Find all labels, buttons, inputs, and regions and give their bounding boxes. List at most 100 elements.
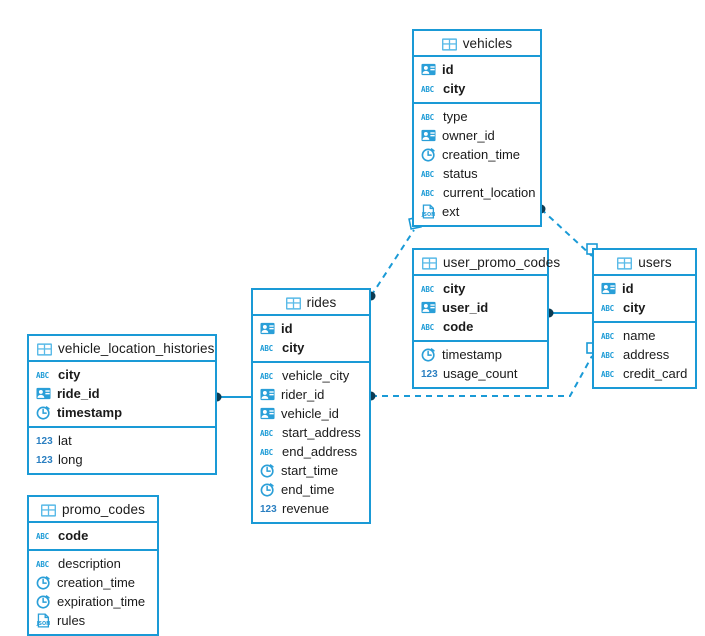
column-name: city <box>623 300 646 315</box>
column-name: ride_id <box>57 386 100 401</box>
column-row[interactable]: ABC name <box>594 326 695 345</box>
table-grid-icon <box>37 342 52 356</box>
column-row[interactable]: creation_time <box>414 145 540 164</box>
column-name: owner_id <box>442 128 495 143</box>
column-row[interactable]: timestamp <box>29 403 215 422</box>
column-name: creation_time <box>57 575 136 590</box>
column-name: code <box>58 528 89 543</box>
abc-string-icon: ABC <box>36 531 49 541</box>
id-card-icon <box>260 387 275 402</box>
column-row[interactable]: owner_id <box>414 126 540 145</box>
column-row[interactable]: end_time <box>253 480 369 499</box>
column-name: type <box>443 109 468 124</box>
column-row[interactable]: id <box>414 60 540 79</box>
column-name: name <box>623 328 656 343</box>
abc-string-icon: ABC <box>36 370 49 380</box>
column-name: address <box>623 347 670 362</box>
column-row[interactable]: ride_id <box>29 384 215 403</box>
abc-string-icon: ABC <box>260 428 273 438</box>
abc-string-icon: ABC <box>421 84 434 94</box>
column-row[interactable]: ABC city <box>414 279 547 298</box>
column-row[interactable]: start_time <box>253 461 369 480</box>
abc-string-icon: ABC <box>601 331 614 341</box>
column-name: rider_id <box>281 387 325 402</box>
column-row[interactable]: 123 long <box>29 450 215 469</box>
abc-string-icon: ABC <box>601 350 614 360</box>
column-name: vehicle_id <box>281 406 339 421</box>
abc-string-icon: ABC <box>421 188 434 198</box>
column-name: city <box>443 81 466 96</box>
clock-icon <box>36 575 51 590</box>
id-card-icon <box>421 128 436 143</box>
column-name: id <box>281 321 293 336</box>
column-name: expiration_time <box>57 594 146 609</box>
column-name: start_address <box>282 425 361 440</box>
abc-string-icon: ABC <box>260 371 273 381</box>
table-title: user_promo_codes <box>443 254 561 270</box>
clock-icon <box>260 463 275 478</box>
table-header[interactable]: vehicles <box>414 31 540 57</box>
abc-string-icon: ABC <box>421 112 434 122</box>
abc-string-icon: ABC <box>601 303 614 313</box>
column-row[interactable]: ABC address <box>594 345 695 364</box>
abc-string-icon: ABC <box>421 284 434 294</box>
id-card-icon <box>421 62 436 77</box>
table-header[interactable]: user_promo_codes <box>414 250 560 276</box>
table-header[interactable]: rides <box>253 290 369 316</box>
column-name: end_time <box>281 482 335 497</box>
number-123-icon: 123 <box>36 454 53 466</box>
abc-string-icon: ABC <box>421 322 434 332</box>
table-header[interactable]: vehicle_location_histories <box>29 336 215 362</box>
table-title: vehicles <box>462 35 513 51</box>
column-row[interactable]: vehicle_id <box>253 404 369 423</box>
column-row[interactable]: rider_id <box>253 385 369 404</box>
table-grid-icon <box>617 256 633 270</box>
column-row[interactable]: timestamp <box>414 345 547 364</box>
column-name: long <box>58 452 83 467</box>
column-row[interactable]: id <box>594 279 695 298</box>
column-name: city <box>443 281 466 296</box>
table-header[interactable]: promo_codes <box>29 497 157 523</box>
link-rides-vehicles <box>370 229 415 297</box>
column-row[interactable]: ABC city <box>414 79 540 98</box>
column-row[interactable]: ABC city <box>594 298 695 317</box>
column-name: user_id <box>442 300 489 315</box>
column-row[interactable]: user_id <box>414 298 547 317</box>
column-row[interactable]: ABC code <box>29 526 157 545</box>
column-row[interactable]: creation_time <box>29 573 157 592</box>
column-row[interactable]: id <box>253 319 369 338</box>
column-row[interactable]: ABC type <box>414 107 540 126</box>
clock-icon <box>421 347 436 362</box>
column-row[interactable]: ABC start_address <box>253 423 369 442</box>
column-row[interactable]: expiration_time <box>29 592 157 611</box>
column-name: ext <box>442 204 460 219</box>
id-card-icon <box>260 406 275 421</box>
table-header[interactable]: users <box>594 250 695 276</box>
